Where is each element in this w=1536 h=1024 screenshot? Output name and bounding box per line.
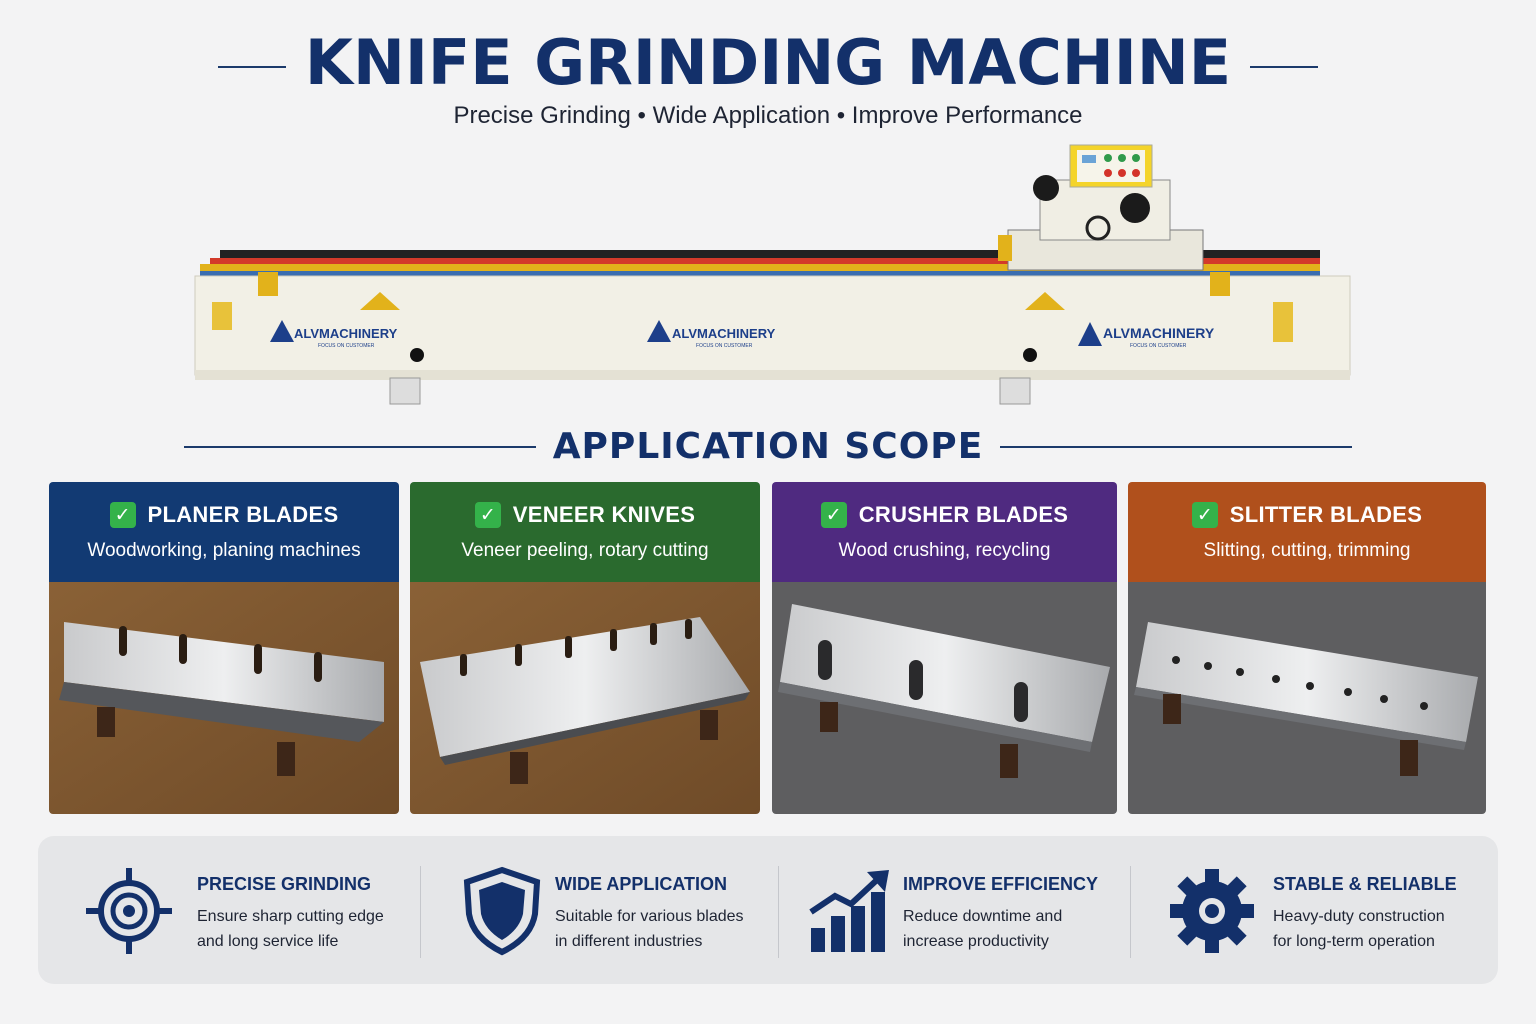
feature-title: PRECISE GRINDING <box>197 874 372 894</box>
application-scope-title: APPLICATION SCOPE <box>552 426 984 467</box>
card-subtitle: Veneer peeling, rotary cutting <box>461 540 709 561</box>
card-veneer-knives[interactable]: ✓ VENEER KNIVES Veneer peeling, rotary cu… <box>410 482 760 814</box>
feature-description: Suitable for various blades in different… <box>555 904 744 954</box>
card-title: CRUSHER BLADES <box>858 502 1069 527</box>
feature-desc-line-2: and long service life <box>197 933 339 950</box>
knife-grinding-machine-image: ALVMACHINERY FOCUS ON CUSTOMER ALVMACHIN… <box>194 144 1351 405</box>
feature-title: STABLE & RELIABLE <box>1273 874 1457 894</box>
scope-rule-right <box>1000 446 1352 448</box>
feature-desc-line-1: Reduce downtime and <box>903 908 1063 925</box>
card-slitter-blades[interactable]: ✓ SLITTER BLADES Slitting, cutting, trimm… <box>1128 482 1486 814</box>
feature-desc-line-2: in different industries <box>555 933 703 950</box>
gear-icon <box>1170 869 1254 953</box>
veneer-knife-image <box>410 582 760 814</box>
check-icon: ✓ <box>820 502 847 528</box>
slitter-blade-image <box>1128 582 1486 814</box>
feature-description: Reduce downtime and increase productivit… <box>903 904 1062 954</box>
brand-tagline-right: FOCUS ON CUSTOMER <box>1130 343 1187 349</box>
feature-precise-grinding: PRECISE GRINDING Ensure sharp cutting ed… <box>38 836 418 984</box>
feature-improve-efficiency: IMPROVE EFFICIENCY Reduce downtime and i… <box>779 836 1129 984</box>
feature-description: Ensure sharp cutting edge and long servi… <box>197 904 384 954</box>
feature-title: IMPROVE EFFICIENCY <box>903 874 1099 894</box>
feature-desc-line-1: Suitable for various blades <box>555 908 744 925</box>
feature-desc-line-1: Ensure sharp cutting edge <box>197 908 384 925</box>
feature-desc-line-2: increase productivity <box>903 933 1049 950</box>
feature-title: WIDE APPLICATION <box>555 874 727 894</box>
header: KNIFE GRINDING MACHINE <box>0 26 1536 106</box>
card-title: VENEER KNIVES <box>512 502 696 527</box>
page-subtitle: Precise Grinding • Wide Application • Im… <box>453 102 1083 129</box>
feature-stable-reliable: STABLE & RELIABLE Heavy-duty constructio… <box>1131 836 1498 984</box>
brand-tagline-center: FOCUS ON CUSTOMER <box>696 343 753 349</box>
brand-logo-left: ALVMACHINERY <box>294 326 398 341</box>
brand-logo-center: ALVMACHINERY <box>672 326 776 341</box>
card-title: SLITTER BLADES <box>1229 502 1423 527</box>
check-icon: ✓ <box>1191 502 1218 528</box>
feature-wide-application: WIDE APPLICATION Suitable for various bl… <box>421 836 777 984</box>
feature-description: Heavy-duty construction for long-term op… <box>1273 904 1445 954</box>
page-title: KNIFE GRINDING MACHINE <box>304 26 1232 99</box>
feature-desc-line-1: Heavy-duty construction <box>1273 908 1445 925</box>
card-header: ✓ CRUSHER BLADES Wood crushing, recycling <box>772 482 1117 582</box>
shield-icon <box>463 866 541 956</box>
title-rule-right <box>1250 66 1318 68</box>
brand-logo-right: ALVMACHINERY <box>1103 325 1215 341</box>
feature-desc-line-2: for long-term operation <box>1273 933 1435 950</box>
feature-divider <box>778 866 779 958</box>
feature-divider <box>420 866 421 958</box>
card-planer-blades[interactable]: ✓ PLANER BLADES Woodworking, planing mach… <box>49 482 399 814</box>
feature-divider <box>1130 866 1131 958</box>
features-panel: PRECISE GRINDING Ensure sharp cutting ed… <box>38 836 1498 984</box>
card-title: PLANER BLADES <box>147 502 339 527</box>
card-header: ✓ VENEER KNIVES Veneer peeling, rotary cu… <box>410 482 760 582</box>
check-icon: ✓ <box>109 502 136 528</box>
application-scope-header: APPLICATION SCOPE <box>0 426 1536 470</box>
brand-tagline-left: FOCUS ON CUSTOMER <box>318 343 375 349</box>
card-header: ✓ SLITTER BLADES Slitting, cutting, trimm… <box>1128 482 1486 582</box>
scope-rule-left <box>184 446 536 448</box>
card-subtitle: Wood crushing, recycling <box>838 540 1051 561</box>
growth-chart-icon <box>809 870 889 952</box>
card-subtitle: Woodworking, planing machines <box>87 540 361 561</box>
card-subtitle: Slitting, cutting, trimming <box>1203 540 1411 561</box>
check-icon: ✓ <box>474 502 501 528</box>
card-crusher-blades[interactable]: ✓ CRUSHER BLADES Wood crushing, recycling <box>772 482 1117 814</box>
planer-blade-image <box>49 582 399 814</box>
target-icon <box>86 868 172 954</box>
crusher-blade-image <box>772 582 1117 814</box>
card-header: ✓ PLANER BLADES Woodworking, planing mach… <box>49 482 399 582</box>
title-rule-left <box>218 66 286 68</box>
